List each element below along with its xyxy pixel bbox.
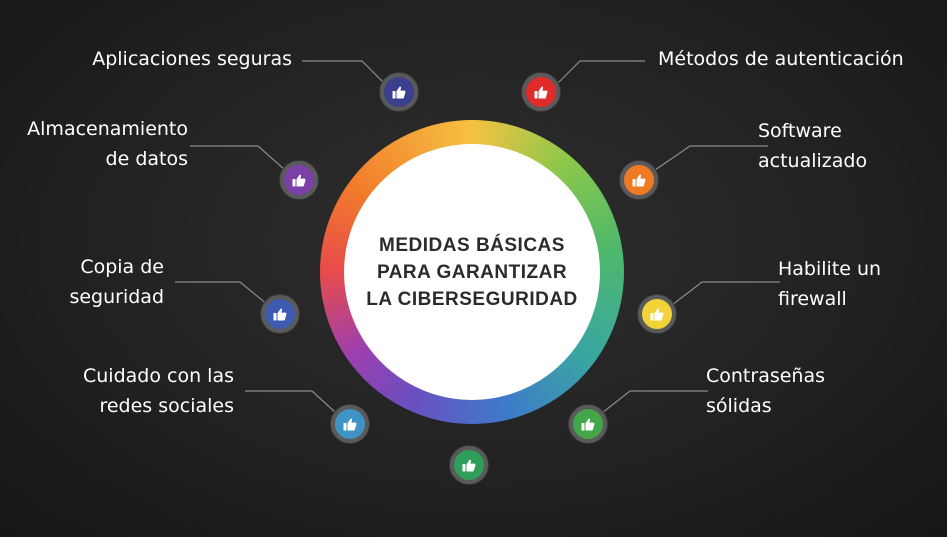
node-cuidado [331, 405, 369, 443]
node-contrasenas [569, 405, 607, 443]
thumbs-up-icon [273, 308, 287, 321]
thumbs-up-icon [292, 174, 306, 187]
connector-aplicaciones [302, 60, 385, 84]
label-almacenamiento: Almacenamiento de datos [27, 118, 188, 170]
connector-contrasenas [601, 390, 708, 414]
label-aplicaciones: Aplicaciones seguras [92, 48, 292, 70]
connector-copia [175, 281, 269, 306]
connector-almacenamiento [190, 145, 286, 171]
label-metodos: Métodos de autenticación [658, 48, 904, 70]
node-bottom [450, 446, 488, 484]
center-circle: MEDIDAS BÁSICAS PARA GARANTIZAR LA CIBER… [344, 144, 600, 400]
node-firewall [638, 295, 676, 333]
thumbs-up-icon [343, 418, 357, 431]
node-copia [261, 295, 299, 333]
thumbs-up-icon [462, 459, 476, 472]
label-contrasenas: Contraseñas sólidas [706, 365, 826, 417]
connector-metodos [557, 60, 645, 84]
thumbs-up-icon [392, 86, 406, 99]
label-cuidado: Cuidado con las redes sociales [83, 365, 234, 417]
label-software: Software actualizado [758, 120, 868, 172]
label-copia: Copia de seguridad [69, 256, 164, 308]
connector-software [654, 145, 768, 171]
node-software [620, 161, 658, 199]
label-firewall: Habilite un firewall [778, 258, 882, 310]
node-almacenamiento [280, 161, 318, 199]
node-aplicaciones [380, 73, 418, 111]
node-metodos [522, 73, 560, 111]
center-title: MEDIDAS BÁSICAS PARA GARANTIZAR LA CIBER… [366, 234, 578, 310]
thumbs-up-icon [632, 174, 646, 187]
thumbs-up-icon [534, 86, 548, 99]
connector-cuidado [245, 390, 337, 414]
thumbs-up-icon [581, 418, 595, 431]
connector-firewall [671, 281, 780, 306]
thumbs-up-icon [650, 308, 664, 321]
